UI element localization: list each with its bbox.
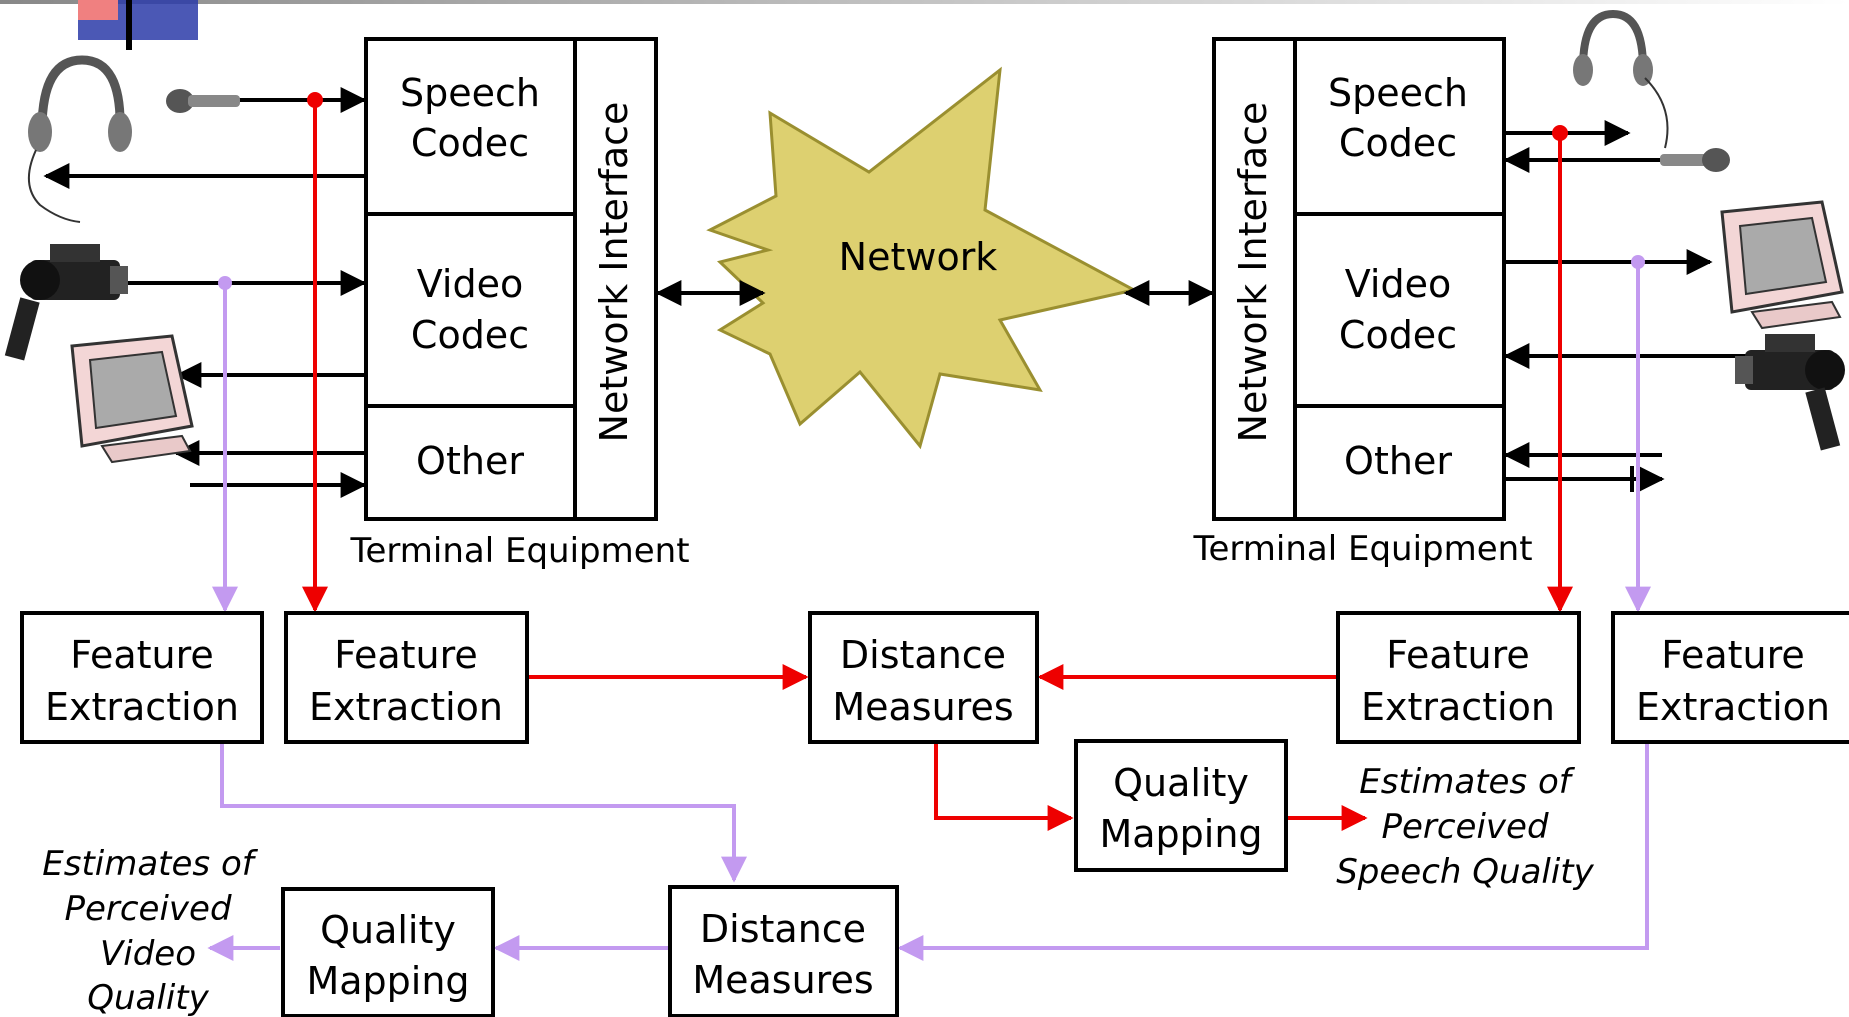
feature-extraction-label: Feature [1661, 633, 1805, 677]
right-speech-codec-label: Speech [1328, 71, 1468, 115]
speech-paths [302, 92, 1573, 831]
right-network-interface-label: Network Interface [1231, 102, 1275, 443]
network-burst-shape [706, 66, 1139, 450]
distance-measures-speech: Distance Measures [808, 611, 1039, 744]
estimate-text: Perceived [1381, 807, 1548, 847]
monitor-icon [1720, 200, 1844, 330]
quality-mapping-speech: Quality Mapping [1074, 739, 1288, 872]
right-terminal: Speech Codec Video Codec Other Network I… [1192, 37, 1533, 569]
distance-measures-label: Measures [692, 958, 873, 1002]
distance-measures-video: Distance Measures [668, 885, 899, 1017]
video-quality-estimate: Estimates of Perceived Video Quality [42, 844, 259, 1017]
estimate-text: Perceived [64, 889, 231, 929]
distance-measures-label: Measures [832, 685, 1013, 729]
left-terminal: Speech Codec Video Codec Other Network I… [349, 37, 690, 571]
feature-extraction-label: Feature [334, 633, 478, 677]
estimate-text: Estimates of [1359, 762, 1576, 802]
feature-extraction-label: Extraction [1361, 685, 1555, 729]
right-speech-codec-label: Codec [1339, 121, 1457, 165]
left-video-codec-label: Codec [411, 313, 529, 357]
feature-extraction-label: Feature [1386, 633, 1530, 677]
left-speech-codec-label: Speech [400, 71, 540, 115]
microphone-icon [1660, 148, 1730, 172]
feature-extraction-speech-right: Feature Extraction [1336, 611, 1581, 744]
left-other-label: Other [416, 439, 524, 483]
left-network-interface-label: Network Interface [592, 102, 636, 443]
estimate-text: Estimates of [42, 844, 259, 884]
quality-mapping-label: Mapping [306, 959, 469, 1003]
speech-quality-estimate: Estimates of Perceived Speech Quality [1336, 762, 1594, 892]
quality-mapping-label: Mapping [1099, 812, 1262, 856]
headphones-icon [28, 55, 132, 223]
quality-mapping-label: Quality [320, 908, 456, 952]
video-camera-icon [4, 244, 128, 361]
title-bar-decoration [0, 0, 1849, 50]
right-terminal-caption: Terminal Equipment [1192, 529, 1532, 569]
monitor-icon [70, 334, 194, 464]
video-camera-icon [1735, 334, 1845, 451]
feature-extraction-label: Extraction [309, 685, 503, 729]
left-terminal-caption: Terminal Equipment [349, 531, 689, 571]
estimate-text: Video [100, 934, 196, 974]
right-other-label: Other [1344, 439, 1452, 483]
left-speech-codec-label: Codec [411, 121, 529, 165]
headphones-icon [1573, 9, 1669, 149]
quality-mapping-label: Quality [1113, 761, 1249, 805]
feature-extraction-label: Extraction [45, 685, 239, 729]
right-video-codec-label: Codec [1339, 313, 1457, 357]
microphone-icon [166, 89, 240, 113]
right-video-codec-label: Video [1345, 262, 1451, 306]
left-video-codec-label: Video [417, 262, 523, 306]
estimate-text: Speech Quality [1336, 852, 1594, 892]
network-label: Network [839, 235, 998, 279]
right-device-arrows [1503, 120, 1760, 492]
feature-extraction-video-left: Feature Extraction [20, 611, 264, 744]
distance-measures-label: Distance [840, 633, 1006, 677]
feature-extraction-label: Feature [70, 633, 214, 677]
network-cloud: Network [706, 66, 1139, 450]
feature-extraction-video-right: Feature Extraction [1611, 611, 1849, 744]
left-device-arrows [43, 87, 367, 498]
video-paths [207, 255, 1651, 961]
feature-extraction-speech-left: Feature Extraction [284, 611, 529, 744]
distance-measures-label: Distance [700, 907, 866, 951]
estimate-text: Quality [87, 978, 209, 1017]
quality-mapping-video: Quality Mapping [281, 887, 495, 1017]
feature-extraction-label: Extraction [1636, 685, 1830, 729]
